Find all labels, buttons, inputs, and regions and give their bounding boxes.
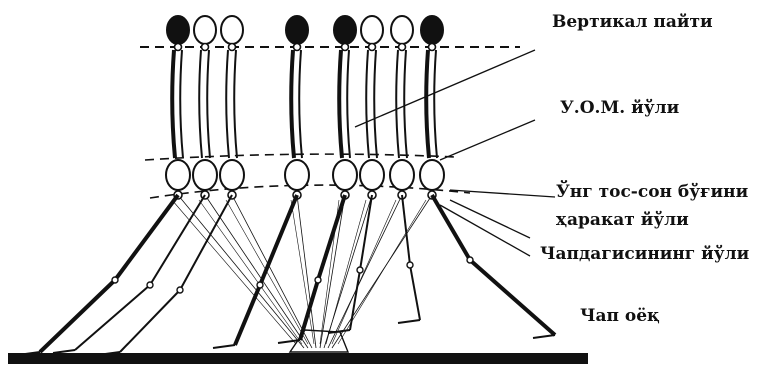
pelvis-7: [390, 160, 414, 190]
shin-thread-b-4: [291, 200, 314, 344]
neck-joint-4: [294, 44, 301, 51]
pelvis-8: [420, 160, 444, 190]
pelvis-6: [360, 160, 384, 190]
head-7: [391, 16, 413, 44]
neck-joint-5: [342, 44, 349, 51]
thigh-8: [432, 195, 470, 260]
torso-back-2: [207, 50, 210, 158]
shin-1: [40, 280, 115, 352]
pelvis-1: [166, 160, 190, 190]
head-8: [421, 16, 443, 44]
torso-8: [426, 50, 429, 158]
torso-back-1: [180, 50, 183, 158]
foot-2: [53, 350, 75, 353]
torso-1: [172, 50, 175, 158]
knee-joint-6: [357, 267, 363, 273]
shin-3: [120, 290, 180, 352]
shin-2: [75, 285, 150, 350]
ground-bar: [8, 353, 588, 364]
torso-back-3: [234, 50, 237, 158]
foot-7: [398, 320, 420, 323]
label-vertical: Вертикал пайти: [552, 12, 713, 32]
leader-hip: [450, 190, 555, 197]
head-4: [286, 16, 308, 44]
torso-3: [226, 50, 229, 158]
neck-joint-7: [399, 44, 406, 51]
torso-back-6: [374, 50, 377, 158]
head-5: [334, 16, 356, 44]
walker-phase-1: [18, 16, 190, 355]
pelvis-3: [220, 160, 244, 190]
neck-joint-1: [175, 44, 182, 51]
torso-4: [291, 50, 294, 158]
torso-6: [366, 50, 369, 158]
torso-2: [199, 50, 202, 158]
torso-7: [396, 50, 399, 158]
shin-thread-1: [178, 195, 304, 348]
neck-joint-6: [369, 44, 376, 51]
thigh-2: [150, 195, 205, 285]
neck-joint-3: [229, 44, 236, 51]
walker-phase-7: [390, 16, 420, 323]
shin-8: [470, 260, 555, 335]
ucm-guide-line: [145, 154, 455, 160]
leader-hip-2: [450, 200, 530, 238]
torso-back-5: [347, 50, 350, 158]
walker-phase-2: [53, 16, 217, 353]
torso-back-4: [299, 50, 302, 158]
leader-ucm: [355, 50, 535, 127]
neck-joint-8: [429, 44, 436, 51]
foot-4: [213, 345, 235, 348]
shin-thread-5: [320, 195, 345, 348]
shin-4: [235, 285, 260, 345]
head-1: [167, 16, 189, 44]
thigh-1: [115, 195, 178, 280]
foot-8: [533, 335, 555, 338]
label-left-foot: Чап оёқ: [580, 306, 660, 326]
leader-vertical-path: [440, 120, 535, 160]
label-ucm-path: У.О.М. йўли: [560, 98, 679, 118]
thigh-5: [318, 195, 345, 280]
label-hip-line-2: ҳаракат йўли: [556, 210, 689, 230]
torso-back-8: [434, 50, 437, 158]
shin-7: [410, 265, 420, 320]
pelvis-2: [193, 160, 217, 190]
knee-joint-8: [467, 257, 473, 263]
knee-joint-5: [315, 277, 321, 283]
neck-joint-2: [202, 44, 209, 51]
head-2: [194, 16, 216, 44]
torso-5: [339, 50, 342, 158]
pelvis-5: [333, 160, 357, 190]
walker-phase-8: [420, 16, 555, 338]
thigh-3: [180, 195, 232, 290]
label-shin-path: Чапдагисининг йўли: [540, 244, 749, 264]
pelvis-4: [285, 160, 309, 190]
head-3: [221, 16, 243, 44]
head-6: [361, 16, 383, 44]
knee-joint-7: [407, 262, 413, 268]
knee-joint-3: [177, 287, 183, 293]
label-hip-line-1: Ўнг тос-сон бўғини: [556, 182, 748, 202]
knee-joint-4: [257, 282, 263, 288]
torso-back-7: [404, 50, 407, 158]
thigh-4: [260, 195, 297, 285]
knee-joint-1: [112, 277, 118, 283]
knee-joint-2: [147, 282, 153, 288]
